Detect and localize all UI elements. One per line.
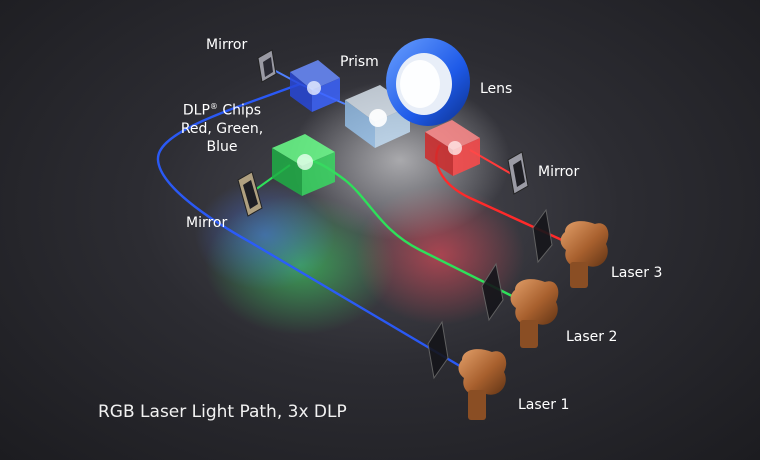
blue-dlp-cube	[290, 60, 340, 112]
beam-filter-laser2	[481, 262, 504, 322]
label-dlp-line3: Blue	[206, 138, 238, 155]
blue-glow	[195, 180, 335, 290]
mirror-right	[507, 151, 529, 195]
laser-3-body	[560, 221, 609, 288]
figure-caption: RGB Laser Light Path, 3x DLP	[98, 402, 347, 422]
label-laser-2: Laser 2	[566, 329, 618, 345]
label-dlp-line1: DLP® Chips	[182, 102, 262, 119]
mirror-left	[237, 171, 263, 217]
prism-cube	[345, 85, 410, 148]
label-laser-3: Laser 3	[611, 265, 663, 281]
label-mirror-right: Mirror	[538, 164, 580, 180]
beam-filter-laser1	[427, 320, 449, 380]
mirror-top	[257, 49, 277, 83]
label-dlp-chips: DLP® Chips Red, Green, Blue	[178, 98, 266, 156]
label-mirror-top: Mirror	[206, 37, 248, 53]
laser-2-body	[510, 279, 559, 348]
laser-1-body	[458, 349, 507, 420]
lens	[386, 38, 470, 126]
label-laser-1: Laser 1	[518, 397, 570, 413]
beam-filter-laser3	[532, 208, 553, 264]
label-dlp-line2: Red, Green,	[180, 120, 264, 137]
green-dlp-cube	[272, 134, 335, 196]
label-mirror-left: Mirror	[186, 215, 228, 231]
label-lens: Lens	[480, 81, 513, 97]
red-dlp-cube	[425, 120, 480, 176]
blue-beam	[156, 82, 471, 374]
label-prism: Prism	[340, 54, 379, 70]
